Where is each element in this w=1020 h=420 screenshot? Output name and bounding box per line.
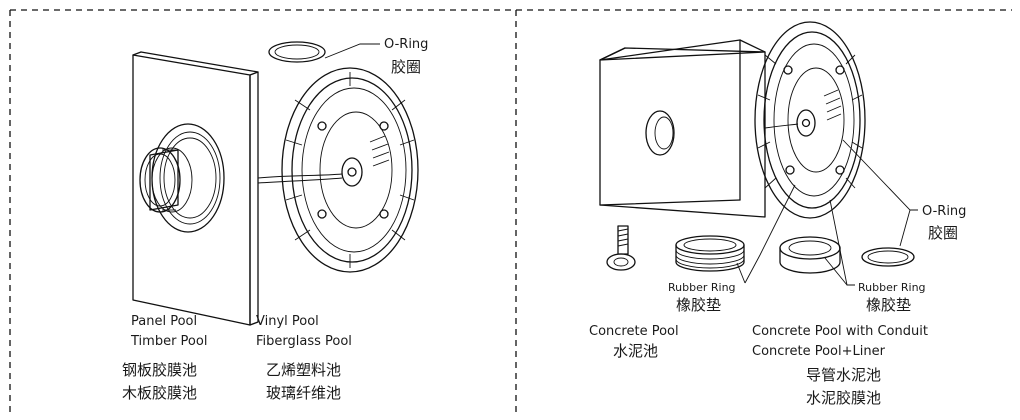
- o-ring-left-label-cn: 胶圈: [391, 58, 421, 76]
- rubber-ring-1-leader-a: [744, 184, 796, 284]
- rubber-ring-1-leader-b: [736, 262, 746, 284]
- rubber-ring-1-label-cn: 橡胶垫: [676, 296, 721, 314]
- niche-fitting: [139, 123, 225, 233]
- leaders-right: [736, 139, 918, 286]
- o-ring-right-label-cn: 胶圈: [928, 224, 958, 242]
- steel-pool-cn-label: 钢板胶膜池: [122, 361, 197, 379]
- timber-pool-label: Timber Pool: [130, 334, 207, 349]
- cement-liner-cn-label: 水泥胶膜池: [806, 389, 881, 407]
- conduit-pool-cn-label: 导管水泥池: [806, 366, 881, 384]
- vinyl-pool-cn-label: 乙烯塑料池: [266, 361, 341, 379]
- o-ring-left-label: O-Ring: [384, 37, 428, 52]
- rubber-ring-1: [675, 235, 745, 272]
- rubber-ring-2-label-cn: 橡胶垫: [866, 296, 911, 314]
- light-fixture-left: [257, 67, 419, 273]
- o-ring-right-label: O-Ring: [922, 204, 966, 219]
- fiberglass-pool-cn-label: 玻璃纤维池: [266, 384, 341, 402]
- o-ring-right: [861, 247, 915, 267]
- o-ring-left-leader: [324, 43, 380, 59]
- concrete-block: [599, 39, 766, 218]
- panel-wall: [132, 51, 259, 326]
- left-panel: O-Ring 胶圈 Panel Pool Timber Pool Vinyl P…: [122, 37, 428, 402]
- rubber-ring-2: [779, 236, 841, 274]
- wood-pool-cn-label: 木板胶膜池: [122, 384, 197, 402]
- o-ring-left: [268, 41, 326, 63]
- o-ring-right-leader-a: [842, 139, 918, 211]
- right-panel: O-Ring 胶圈 Rubber Ring 橡胶垫 Rubber Ring 橡胶…: [589, 21, 966, 407]
- frame: [9, 9, 1012, 415]
- concrete-liner-label: Concrete Pool+Liner: [752, 344, 886, 359]
- fiberglass-pool-label: Fiberglass Pool: [256, 334, 352, 349]
- concrete-pool-cn-label: 水泥池: [613, 342, 658, 360]
- concrete-conduit-label: Concrete Pool with Conduit: [752, 324, 928, 339]
- light-fixture-right: [754, 21, 866, 219]
- o-ring-right-leader-b: [899, 209, 911, 247]
- rubber-ring-2-leader: [829, 199, 855, 286]
- rubber-ring-2-label: Rubber Ring: [858, 281, 926, 294]
- screw: [606, 225, 636, 271]
- rubber-ring-1-label: Rubber Ring: [668, 281, 736, 294]
- vinyl-pool-label: Vinyl Pool: [256, 314, 319, 329]
- panel-pool-label: Panel Pool: [131, 314, 197, 329]
- concrete-pool-label: Concrete Pool: [589, 324, 679, 339]
- rubber-ring-2-leader-b: [824, 257, 848, 286]
